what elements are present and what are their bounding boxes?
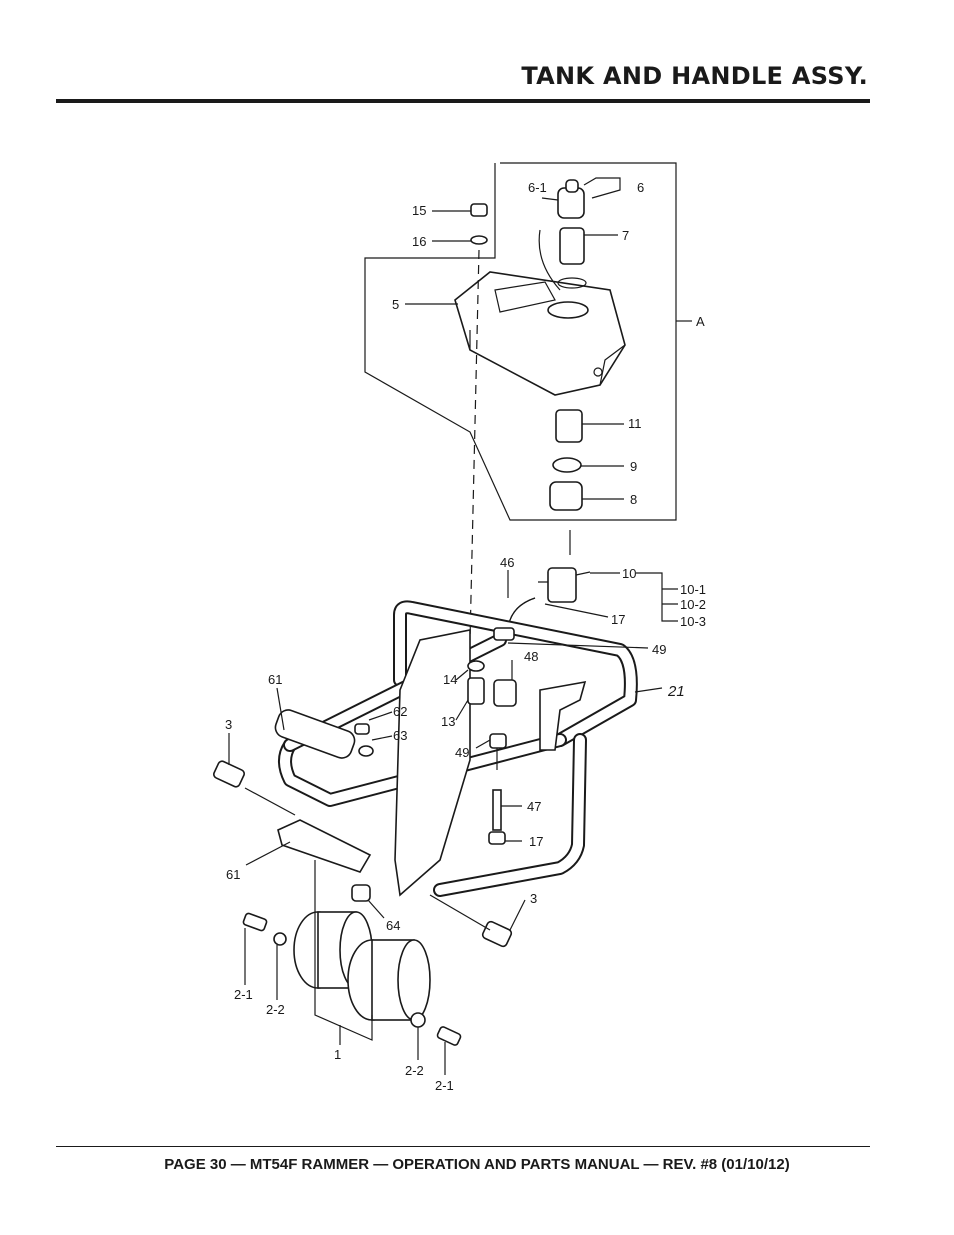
- bolt-2-1-left: [242, 912, 268, 932]
- washer-2-2-left: [273, 932, 287, 946]
- callout-5: 5: [392, 297, 399, 312]
- cap-nut-8: [549, 481, 583, 511]
- footer-rule: [56, 1146, 870, 1147]
- callout-63: 63: [393, 728, 407, 743]
- callout-48: 48: [524, 649, 538, 664]
- callout-16: 16: [412, 234, 426, 249]
- rubber-mount-right: [347, 939, 431, 1021]
- filter-11: [555, 409, 583, 443]
- bolt-3-right: [481, 920, 513, 948]
- page-footer: PAGE 30 — MT54F RAMMER — OPERATION AND P…: [164, 1156, 790, 1173]
- callout-10-3: 10-3: [680, 614, 706, 629]
- callout-62: 62: [393, 704, 407, 719]
- callout-64: 64: [386, 918, 400, 933]
- page-title: TANK AND HANDLE ASSY.: [521, 62, 868, 90]
- callout-49-upper: 49: [652, 642, 666, 657]
- washer-14: [467, 660, 485, 672]
- callout-46: 46: [500, 555, 514, 570]
- washer-16: [470, 235, 488, 245]
- hose-47: [492, 789, 502, 831]
- header-rule: [56, 99, 870, 103]
- callout-21: 21: [667, 683, 685, 700]
- callout-10-1: 10-1: [680, 582, 706, 597]
- callout-10-2: 10-2: [680, 597, 706, 612]
- fuel-tank: [454, 271, 626, 396]
- callout-7: 7: [622, 228, 629, 243]
- handle-frame: [278, 600, 638, 897]
- callout-6-1: 6-1: [528, 180, 547, 195]
- callout-2-1-right: 2-1: [435, 1078, 454, 1093]
- callout-61-upper: 61: [268, 672, 282, 687]
- fitting-48: [493, 679, 517, 707]
- callout-61-lower: 61: [226, 867, 240, 882]
- callout-14: 14: [443, 672, 457, 687]
- washer-63: [358, 745, 374, 757]
- callout-47: 47: [527, 799, 541, 814]
- callout-17-upper: 17: [611, 612, 625, 627]
- packing-9: [552, 457, 582, 473]
- callout-2-2-right: 2-2: [405, 1063, 424, 1078]
- callout-2-2-left: 2-2: [266, 1002, 285, 1017]
- nut-15: [470, 203, 488, 217]
- screw-62: [354, 723, 370, 735]
- clamp-49-upper: [493, 627, 515, 641]
- callout-3-left: 3: [225, 717, 232, 732]
- bolt-3-left: [213, 760, 245, 788]
- group-a-outline: [364, 162, 677, 521]
- callout-17-lower: 17: [529, 834, 543, 849]
- callout-6: 6: [637, 180, 644, 195]
- callout-3-right: 3: [530, 891, 537, 906]
- callout-2-1-left: 2-1: [234, 987, 253, 1002]
- callout-13: 13: [441, 714, 455, 729]
- tank-cap: [557, 179, 585, 219]
- bolt-13: [467, 677, 485, 705]
- nut-64: [351, 884, 371, 902]
- filter-strainer: [559, 227, 585, 265]
- callout-11: 11: [628, 416, 642, 431]
- callout-10: 10: [622, 566, 636, 581]
- callout-8: 8: [630, 492, 637, 507]
- callout-1: 1: [334, 1047, 341, 1062]
- callout-49-lower: 49: [455, 745, 469, 760]
- clamp-49-lower: [489, 733, 507, 749]
- handle-grip-lower: [277, 819, 372, 873]
- callout-9: 9: [630, 459, 637, 474]
- clamp-17-lower: [488, 831, 506, 845]
- fuel-cock: [538, 567, 591, 603]
- bolt-2-1-right: [436, 1026, 462, 1046]
- washer-2-2-right: [410, 1012, 426, 1028]
- callout-a: A: [696, 314, 705, 329]
- callout-15: 15: [412, 203, 426, 218]
- handle-grip-upper: [274, 709, 356, 759]
